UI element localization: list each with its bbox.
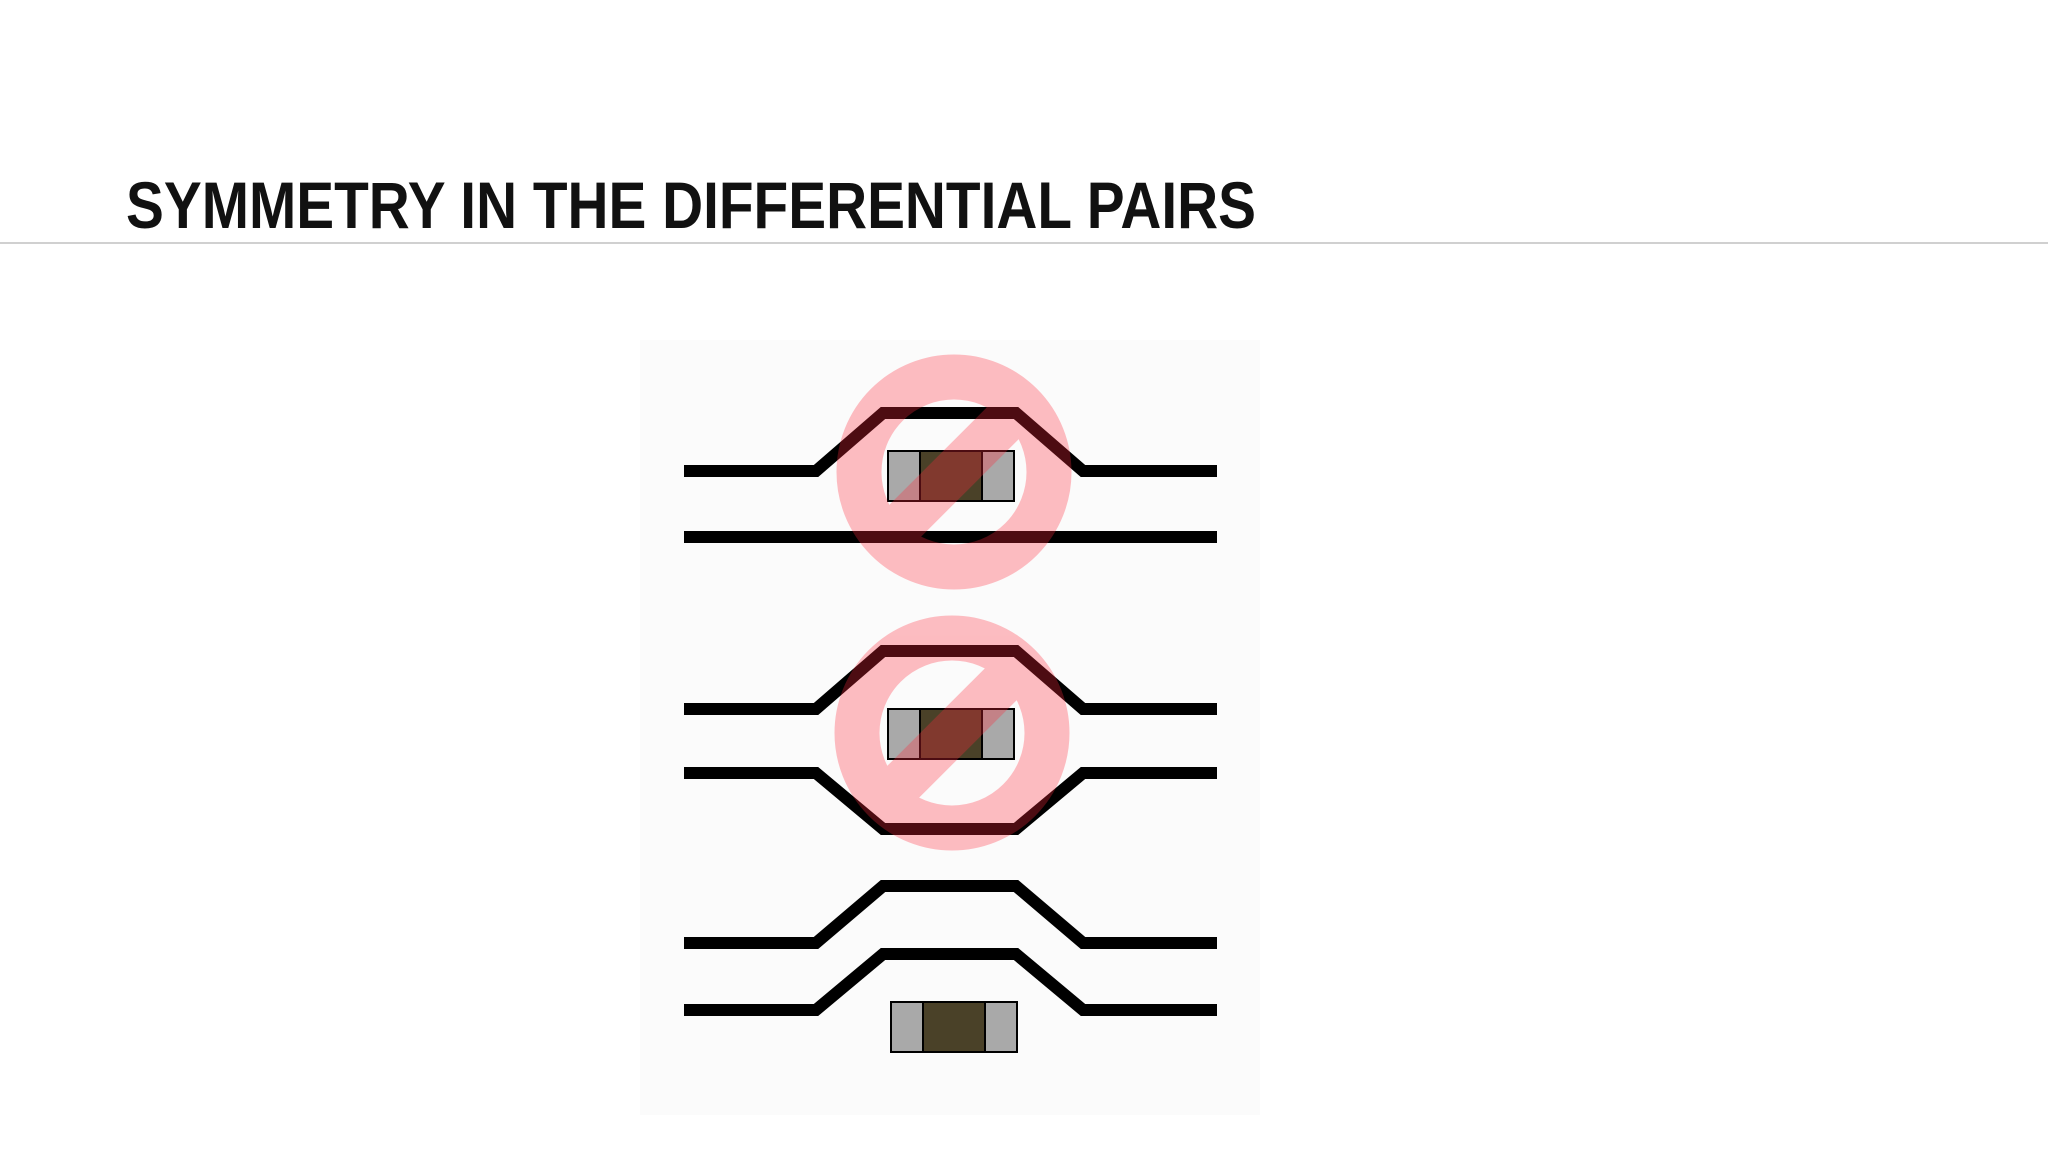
prohibition-sign-icon <box>836 354 1072 590</box>
slide-title: SYMMETRY IN THE DIFFERENTIAL PAIRS <box>126 168 1257 242</box>
smd-component-icon <box>890 1001 1018 1053</box>
trace-positive <box>684 407 1217 477</box>
smd-component-icon <box>887 708 1015 760</box>
title-divider <box>0 242 2048 244</box>
smd-component-icon <box>887 450 1015 502</box>
variant-component-on-one-trace <box>684 354 1217 590</box>
trace-negative <box>684 767 1217 835</box>
variant-component-outside-pair <box>684 880 1217 1053</box>
variant-component-between-traces <box>684 615 1217 851</box>
trace-positive <box>684 880 1217 949</box>
prohibition-sign-icon <box>834 615 1070 851</box>
trace-negative <box>684 948 1217 1016</box>
trace-positive <box>684 645 1217 715</box>
